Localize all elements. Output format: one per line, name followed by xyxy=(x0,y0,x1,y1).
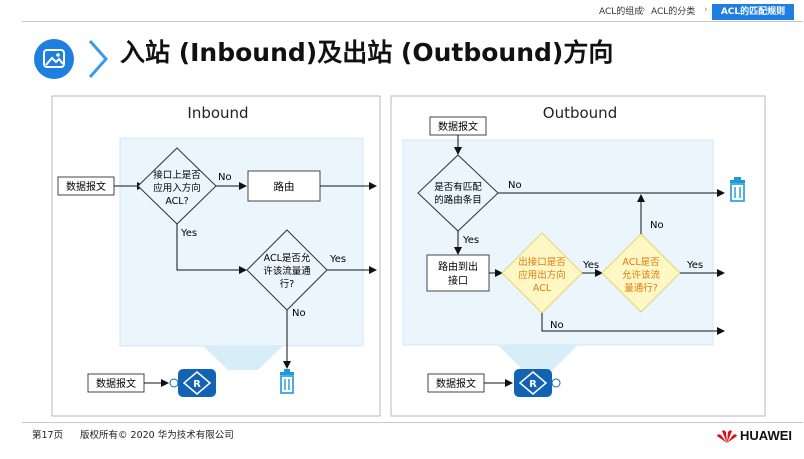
svg-text:R: R xyxy=(529,379,537,390)
router-port xyxy=(169,378,179,388)
svg-text:允许该流: 允许该流 xyxy=(622,269,661,281)
svg-text:许该流量通: 许该流量通 xyxy=(263,265,311,277)
svg-text:数据报文: 数据报文 xyxy=(96,377,136,390)
page-title: 入站 (Inbound)及出站 (Outbound)方向 xyxy=(120,38,614,67)
svg-text:ACL是否允: ACL是否允 xyxy=(264,252,311,264)
page-number: 第17页 xyxy=(32,430,64,441)
breadcrumb-separator: › xyxy=(642,5,646,15)
svg-text:ACL: ACL xyxy=(533,283,552,294)
svg-text:数据报文: 数据报文 xyxy=(436,377,476,390)
svg-text:量通行?: 量通行? xyxy=(624,282,658,294)
trash-icon-inbound xyxy=(280,369,294,394)
outbound-heading: Outbound xyxy=(543,104,617,122)
router-port xyxy=(551,378,561,388)
svg-text:数据报文: 数据报文 xyxy=(66,180,106,193)
outbound-yes-label-2: Yes xyxy=(582,260,599,271)
svg-text:接口上是否: 接口上是否 xyxy=(153,169,201,181)
inbound-yes-label-1: Yes xyxy=(180,228,197,239)
svg-text:应用出方向: 应用出方向 xyxy=(518,269,566,281)
svg-text:接口: 接口 xyxy=(448,274,468,287)
outbound-no-label-1: No xyxy=(508,180,522,191)
inbound-heading: Inbound xyxy=(187,104,248,122)
svg-text:数据报文: 数据报文 xyxy=(438,120,478,133)
footer-rule xyxy=(22,422,803,423)
breadcrumb-item-1[interactable]: ACL的组成 xyxy=(599,7,644,17)
inbound-funnel xyxy=(203,346,283,370)
outbound-route-box xyxy=(426,254,490,292)
brand-name: HUAWEI xyxy=(740,428,792,443)
svg-text:是否有匹配: 是否有匹配 xyxy=(434,181,482,193)
svg-text:应用入方向: 应用入方向 xyxy=(153,182,201,194)
header-rule xyxy=(22,21,803,22)
outbound-no-label-3: No xyxy=(650,220,664,231)
outbound-yes-label-3: Yes xyxy=(686,260,703,271)
breadcrumb-item-2[interactable]: ACL的分类 xyxy=(651,7,696,17)
outbound-decision-3 xyxy=(601,233,681,313)
flow-arrow xyxy=(176,224,247,274)
breadcrumb-separator: › xyxy=(704,5,708,15)
inbound-no-label-1: No xyxy=(218,172,232,183)
picture-icon xyxy=(34,39,109,79)
trash-icon-outbound xyxy=(730,177,745,202)
svg-text:出接口是否: 出接口是否 xyxy=(518,256,566,268)
flow-arrow xyxy=(541,313,725,335)
svg-text:的路由条目: 的路由条目 xyxy=(434,194,482,206)
router-icon xyxy=(514,369,552,397)
outbound-yes-label-1: Yes xyxy=(462,235,479,246)
outbound-no-label-2: No xyxy=(550,320,564,331)
copyright-text: 版权所有© 2020 华为技术有限公司 xyxy=(80,430,234,441)
huawei-logo-icon xyxy=(717,430,737,443)
svg-text:R: R xyxy=(193,379,201,390)
svg-text:行?: 行? xyxy=(280,278,295,290)
outbound-funnel xyxy=(498,345,578,370)
router-icon xyxy=(178,369,216,397)
inbound-yes-label-2: Yes xyxy=(329,254,346,265)
inbound-no-label-2: No xyxy=(292,308,306,319)
svg-text:路由到出: 路由到出 xyxy=(438,260,478,273)
svg-text:路由: 路由 xyxy=(274,180,295,193)
breadcrumb-item-active[interactable]: ACL的匹配规则 xyxy=(712,4,794,20)
svg-text:ACL?: ACL? xyxy=(165,196,188,207)
svg-text:ACL是否: ACL是否 xyxy=(622,257,660,268)
